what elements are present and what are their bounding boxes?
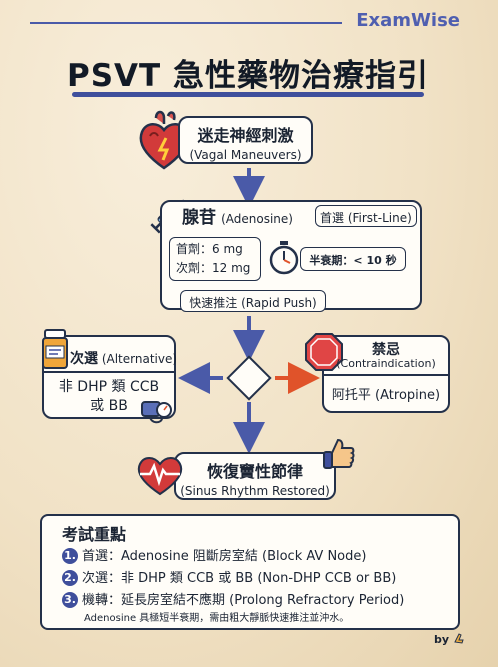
brand-header: ExamWise (0, 0, 498, 40)
alternative-heading: 次選 (Alternative) (70, 348, 177, 368)
half-life-badge: 半衰期：< 10 秒 (300, 247, 406, 271)
contraindication-body: 阿托平 (Atropine) (331, 388, 441, 403)
byline-text: by (434, 633, 450, 646)
exam-key-points-box (40, 514, 460, 630)
alternative-body: 非 DHP 類 CCB 或 BB (48, 378, 170, 416)
blood-pressure-cuff-icon (141, 401, 172, 424)
alternative-divider (42, 371, 176, 373)
contraindication-divider (322, 374, 450, 376)
page-title: PSVT 急性藥物治療指引 (67, 58, 429, 94)
alternative-head-en: (Alternative) (101, 352, 178, 366)
stop-sign-icon (305, 333, 343, 371)
exam-item-number: 1. (62, 548, 78, 564)
pill-bottle-icon (42, 329, 68, 369)
vagal-title: 迷走神經刺激 (197, 126, 294, 145)
hand-icon (454, 633, 464, 644)
decision-diamond (226, 355, 272, 401)
rapid-push-badge: 快速推注 (Rapid Push) (180, 290, 326, 312)
exam-item: 1. 首選：Adenosine 阻斷房室結 (Block AV Node) (62, 545, 366, 564)
alternative-head: 次選 (70, 351, 98, 367)
vagal-maneuvers-card: 迷走神經刺激 (Vagal Maneuvers) (178, 116, 313, 164)
contraindication-head-en: (Contraindication) (336, 357, 436, 370)
exam-item-text: 機轉：延長房室結不應期 (Prolong Refractory Period) (82, 593, 405, 608)
exam-item: 2. 次選：非 DHP 類 CCB 或 BB (Non-DHP CCB or BB… (62, 567, 396, 586)
sinus-rhythm-card: 恢復竇性節律 (Sinus Rhythm Restored) (174, 452, 336, 500)
exam-item: 3. 機轉：延長房室結不應期 (Prolong Refractory Period… (62, 589, 404, 608)
dose-second: 次劑：12 mg (176, 261, 251, 275)
contraindication-head: 禁忌 (372, 342, 400, 358)
exam-item-number: 3. (62, 592, 78, 608)
dose-first: 首劑：6 mg (176, 242, 243, 256)
exam-item-number: 2. (62, 570, 78, 586)
page-title-wrap: PSVT 急性藥物治療指引 (62, 50, 434, 96)
exam-item-text: 首選：Adenosine 阻斷房室結 (Block AV Node) (82, 549, 367, 564)
stopwatch-icon (269, 241, 299, 275)
exam-title: 考試重點 (62, 525, 127, 544)
sinus-title: 恢復竇性節律 (206, 462, 303, 481)
header-rule (30, 22, 342, 24)
title-underline (72, 92, 424, 97)
thumbs-up-icon (323, 438, 355, 469)
adenosine-name: 腺苷 (182, 208, 216, 228)
adenosine-name-en: (Adenosine) (221, 212, 293, 226)
exam-note: Adenosine 具極短半衰期，需由粗大靜脈快速推注並沖水。 (84, 613, 350, 624)
vagal-subtitle: (Vagal Maneuvers) (189, 148, 302, 162)
first-line-badge: 首選 (First-Line) (315, 205, 417, 227)
byline: by (434, 632, 465, 646)
alternative-line1: 非 DHP 類 CCB (58, 379, 160, 395)
brand-name: ExamWise (356, 10, 460, 31)
exam-item-text: 次選：非 DHP 類 CCB 或 BB (Non-DHP CCB or BB) (82, 571, 397, 586)
sinus-subtitle: (Sinus Rhythm Restored) (180, 484, 330, 498)
dose-box: 首劑：6 mg 次劑：12 mg (169, 237, 261, 281)
adenosine-heading: 腺苷 (Adenosine) (182, 203, 293, 228)
alternative-line2: 或 BB (90, 398, 128, 414)
ecg-heart-icon (137, 457, 183, 496)
